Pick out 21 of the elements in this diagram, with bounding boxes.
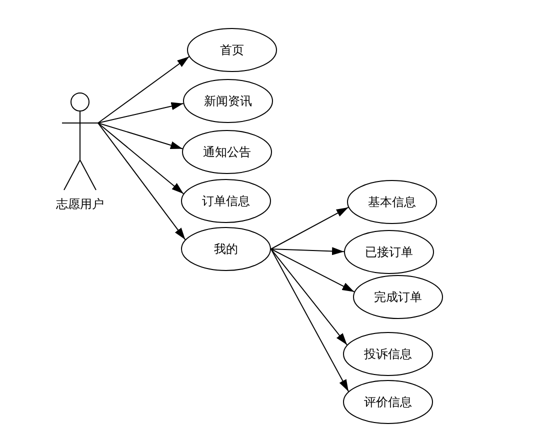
use-case-ellipse: 完成订单: [353, 275, 443, 319]
arrow: [270, 247, 344, 256]
use-case-ellipse: 评价信息: [343, 380, 433, 424]
use-case-ellipse: 基本信息: [347, 180, 437, 224]
arrow: [98, 122, 184, 194]
use-case-ellipse: 通知公告: [182, 130, 272, 174]
actor-label: 志愿用户: [55, 196, 105, 213]
arrow: [98, 102, 184, 124]
use-case-ellipse: 新闻资讯: [183, 79, 273, 123]
arrow: [270, 248, 348, 346]
use-case-ellipse: 已接订单: [344, 230, 434, 274]
use-case-ellipse: 首页: [187, 28, 277, 72]
arrow: [98, 122, 183, 150]
arrow: [98, 56, 190, 124]
arrow: [270, 248, 355, 292]
use-case-ellipse: 投诉信息: [343, 332, 433, 376]
arrow: [98, 122, 186, 240]
use-case-ellipse: 订单信息: [181, 179, 271, 223]
use-case-ellipse: 我的: [181, 227, 271, 271]
arrow: [270, 248, 349, 392]
arrow: [270, 206, 349, 250]
